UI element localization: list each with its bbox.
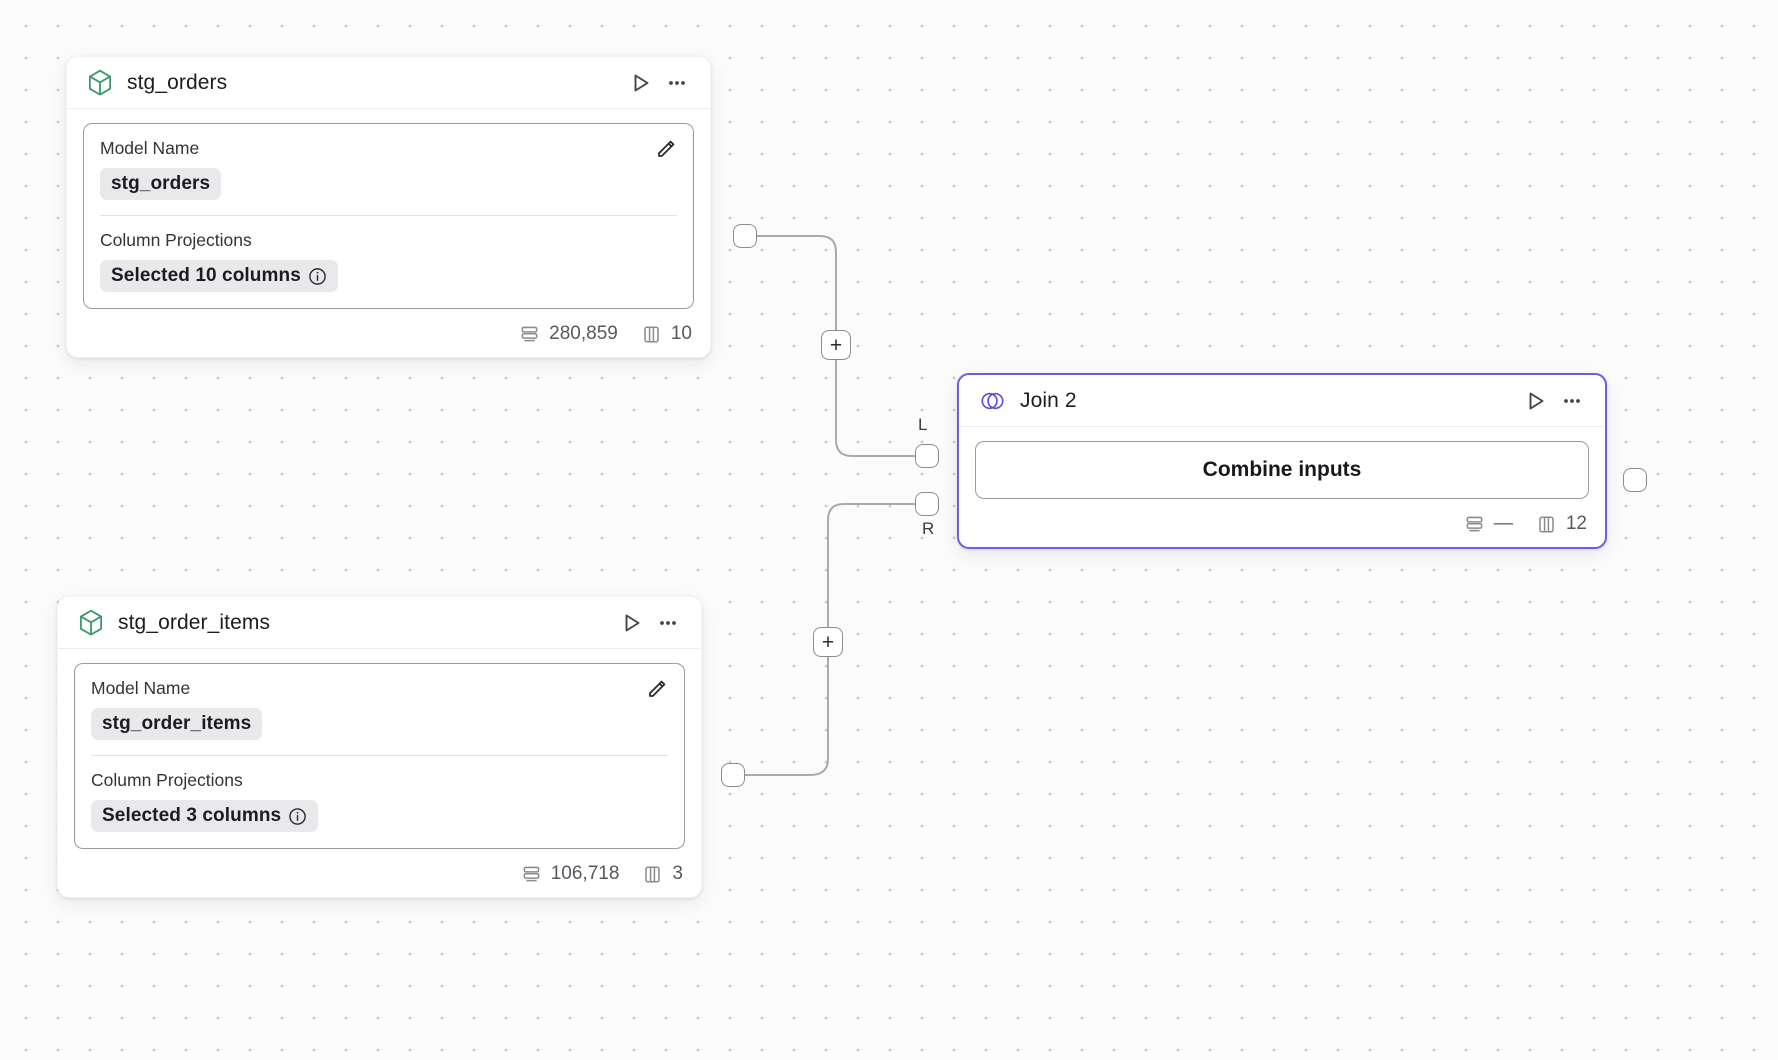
column-projections-value[interactable]: Selected 3 columns — [91, 800, 319, 832]
row-count-value: — — [1493, 513, 1513, 534]
combine-inputs-button[interactable]: Combine inputs — [975, 441, 1589, 499]
rows-icon — [521, 864, 542, 885]
node-header: stg_order_items — [58, 597, 701, 649]
model-name-label: Model Name — [100, 138, 200, 158]
node-title: stg_order_items — [118, 610, 271, 634]
columns-icon — [641, 324, 662, 345]
more-options-button[interactable] — [653, 608, 683, 638]
output-port-stg-orders[interactable] — [733, 224, 757, 248]
row-count-stat: 106,718 — [521, 863, 620, 885]
output-port-stg-order-items[interactable] — [721, 763, 745, 787]
model-name-label: Model Name — [91, 678, 191, 698]
node-join-2[interactable]: Join 2 Combine inputs — [957, 373, 1607, 549]
node-header: Join 2 — [959, 375, 1605, 427]
add-node-on-edge-button-2[interactable]: + — [813, 627, 843, 657]
output-port-join-2[interactable] — [1623, 468, 1647, 492]
node-stg-order-items[interactable]: stg_order_items — [57, 596, 702, 898]
node-title: stg_orders — [127, 70, 228, 94]
node-stg-orders[interactable]: stg_orders — [66, 56, 711, 358]
column-count-stat: 10 — [641, 323, 692, 345]
node-body: Model Name stg_order_items Column Projec… — [58, 649, 701, 857]
row-count-stat: — — [1464, 513, 1513, 535]
row-count-value: 106,718 — [550, 863, 620, 884]
divider — [91, 755, 668, 756]
row-count-stat: 280,859 — [519, 323, 618, 345]
column-projections-value[interactable]: Selected 10 columns — [100, 260, 338, 292]
edit-pencil-icon[interactable] — [653, 134, 681, 162]
more-options-button[interactable] — [1557, 386, 1587, 416]
column-count-stat: 12 — [1536, 513, 1587, 535]
column-count-stat: 3 — [642, 863, 683, 885]
row-count-value: 280,859 — [549, 323, 618, 344]
add-node-on-edge-button-1[interactable]: + — [821, 330, 851, 360]
column-projections-label: Column Projections — [91, 770, 243, 790]
more-options-button[interactable] — [662, 68, 692, 98]
input-port-left[interactable] — [915, 444, 939, 468]
input-port-right[interactable] — [915, 492, 939, 516]
node-header: stg_orders — [67, 57, 710, 109]
node-body: Combine inputs — [959, 427, 1605, 507]
info-icon[interactable] — [288, 807, 307, 826]
column-count-value: 10 — [670, 323, 692, 344]
info-icon[interactable] — [308, 267, 327, 286]
node-footer: 106,718 3 — [58, 857, 701, 897]
model-name-value[interactable]: stg_orders — [100, 168, 222, 200]
rows-icon — [1464, 514, 1485, 535]
run-button[interactable] — [617, 608, 647, 638]
rows-icon — [519, 324, 540, 345]
columns-icon — [1536, 514, 1557, 535]
venn-icon — [979, 389, 1006, 413]
column-count-value: 12 — [1565, 513, 1587, 534]
run-button[interactable] — [1521, 386, 1551, 416]
cube-icon — [87, 69, 113, 97]
config-panel: Model Name stg_orders Column Projections… — [83, 123, 694, 309]
config-panel: Model Name stg_order_items Column Projec… — [74, 663, 685, 849]
node-body: Model Name stg_orders Column Projections… — [67, 109, 710, 317]
node-footer: 280,859 10 — [67, 317, 710, 357]
node-title: Join 2 — [1020, 388, 1077, 412]
column-projections-label: Column Projections — [100, 230, 252, 250]
edit-pencil-icon[interactable] — [644, 674, 672, 702]
run-button[interactable] — [626, 68, 656, 98]
column-count-value: 3 — [672, 863, 683, 884]
cube-icon — [78, 609, 104, 637]
node-footer: — 12 — [959, 507, 1605, 547]
columns-icon — [642, 864, 663, 885]
input-port-label-right: R — [922, 519, 935, 538]
divider — [100, 215, 677, 216]
model-name-value[interactable]: stg_order_items — [91, 708, 263, 740]
input-port-label-left: L — [918, 415, 928, 434]
